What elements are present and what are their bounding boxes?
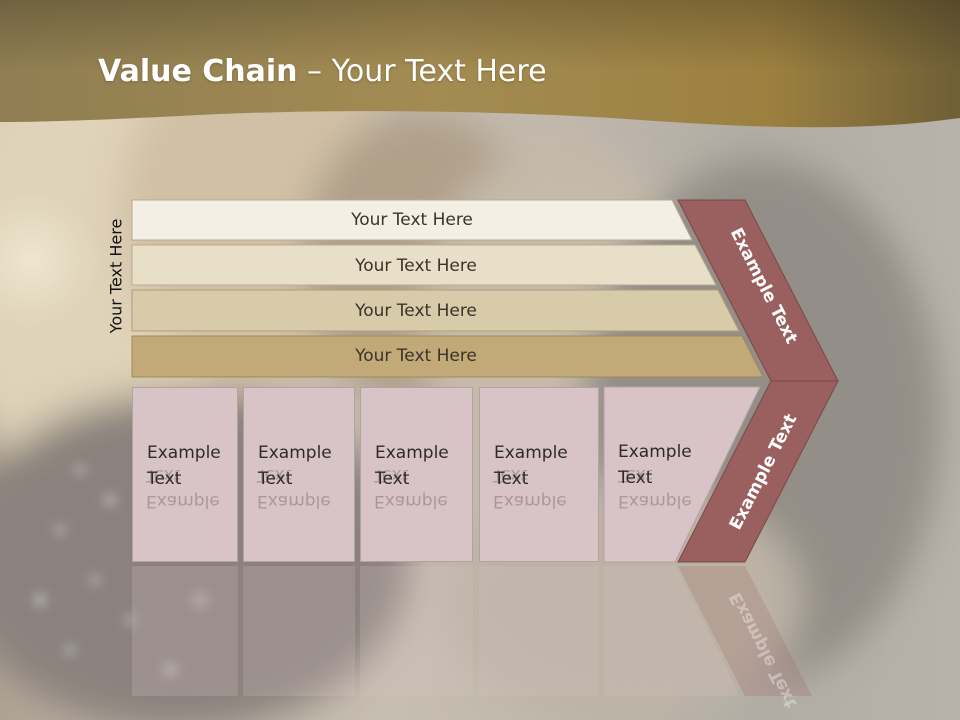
cell-2-line1: Example — [258, 443, 332, 463]
cell-5-reflection: Example Text — [604, 436, 704, 566]
cell-1-reflection-line1: Example — [146, 491, 220, 511]
cell-3-reflection-line1: Example — [374, 491, 448, 511]
band-1-label: Your Text Here — [351, 210, 473, 230]
band-shape-4 — [131, 335, 764, 378]
band-4: Your Text Here — [132, 336, 700, 376]
band-shape-2 — [131, 244, 717, 286]
band-1: Your Text Here — [132, 200, 692, 240]
cell-3-reflection: Example Text — [360, 436, 473, 566]
cell-5-line2: Text — [618, 468, 653, 488]
cell-1-reflection-line2: Text — [146, 465, 181, 485]
chevron-lower-arm — [677, 380, 839, 563]
cell-2: Example Text — [243, 387, 355, 562]
cell-4-line1: Example — [494, 443, 568, 463]
cell-5-reflection-line1: Example — [618, 491, 692, 511]
cell-2-reflection-line2: Text — [257, 465, 292, 485]
band-shape-1 — [131, 199, 693, 241]
band-2-label: Your Text Here — [355, 256, 477, 276]
band-2: Your Text Here — [132, 246, 700, 286]
cell-1-line2: Text — [147, 469, 182, 489]
band-shape-3 — [131, 289, 740, 332]
cell-3-line1: Example — [375, 443, 449, 463]
cell-1: Example Text — [132, 387, 238, 562]
cell-3-reflection-line2: Text — [374, 465, 409, 485]
cell-2-line2: Text — [258, 469, 293, 489]
cell-4-reflection-line2: Text — [493, 465, 528, 485]
cell-5-line1: Example — [618, 442, 692, 462]
cell-2-reflection-line1: Example — [257, 491, 331, 511]
band-3-label: Your Text Here — [355, 301, 477, 321]
title-bold: Value Chain — [98, 54, 298, 89]
cell-2-reflection: Example Text — [243, 436, 355, 566]
cell-4-line2: Text — [494, 469, 529, 489]
cell-5: Example Text — [604, 387, 704, 562]
cell-5-reflection-line2: Text — [618, 465, 653, 485]
title-rest: – Your Text Here — [297, 54, 547, 89]
cell-4: Example Text — [479, 387, 599, 562]
cell-4-reflection: Example Text — [479, 436, 599, 566]
band-3: Your Text Here — [132, 291, 700, 331]
cell-1-reflection: Example Text — [132, 436, 238, 566]
slide-title: Value Chain – Your Text Here — [98, 54, 547, 89]
header-band — [0, 0, 960, 128]
cell-3: Example Text — [360, 387, 473, 562]
cell-1-line1: Example — [147, 443, 221, 463]
cell-shape-5 — [603, 386, 761, 563]
cell-3-line2: Text — [375, 469, 410, 489]
band-4-label: Your Text Here — [355, 346, 477, 366]
cell-4-reflection-line1: Example — [493, 491, 567, 511]
